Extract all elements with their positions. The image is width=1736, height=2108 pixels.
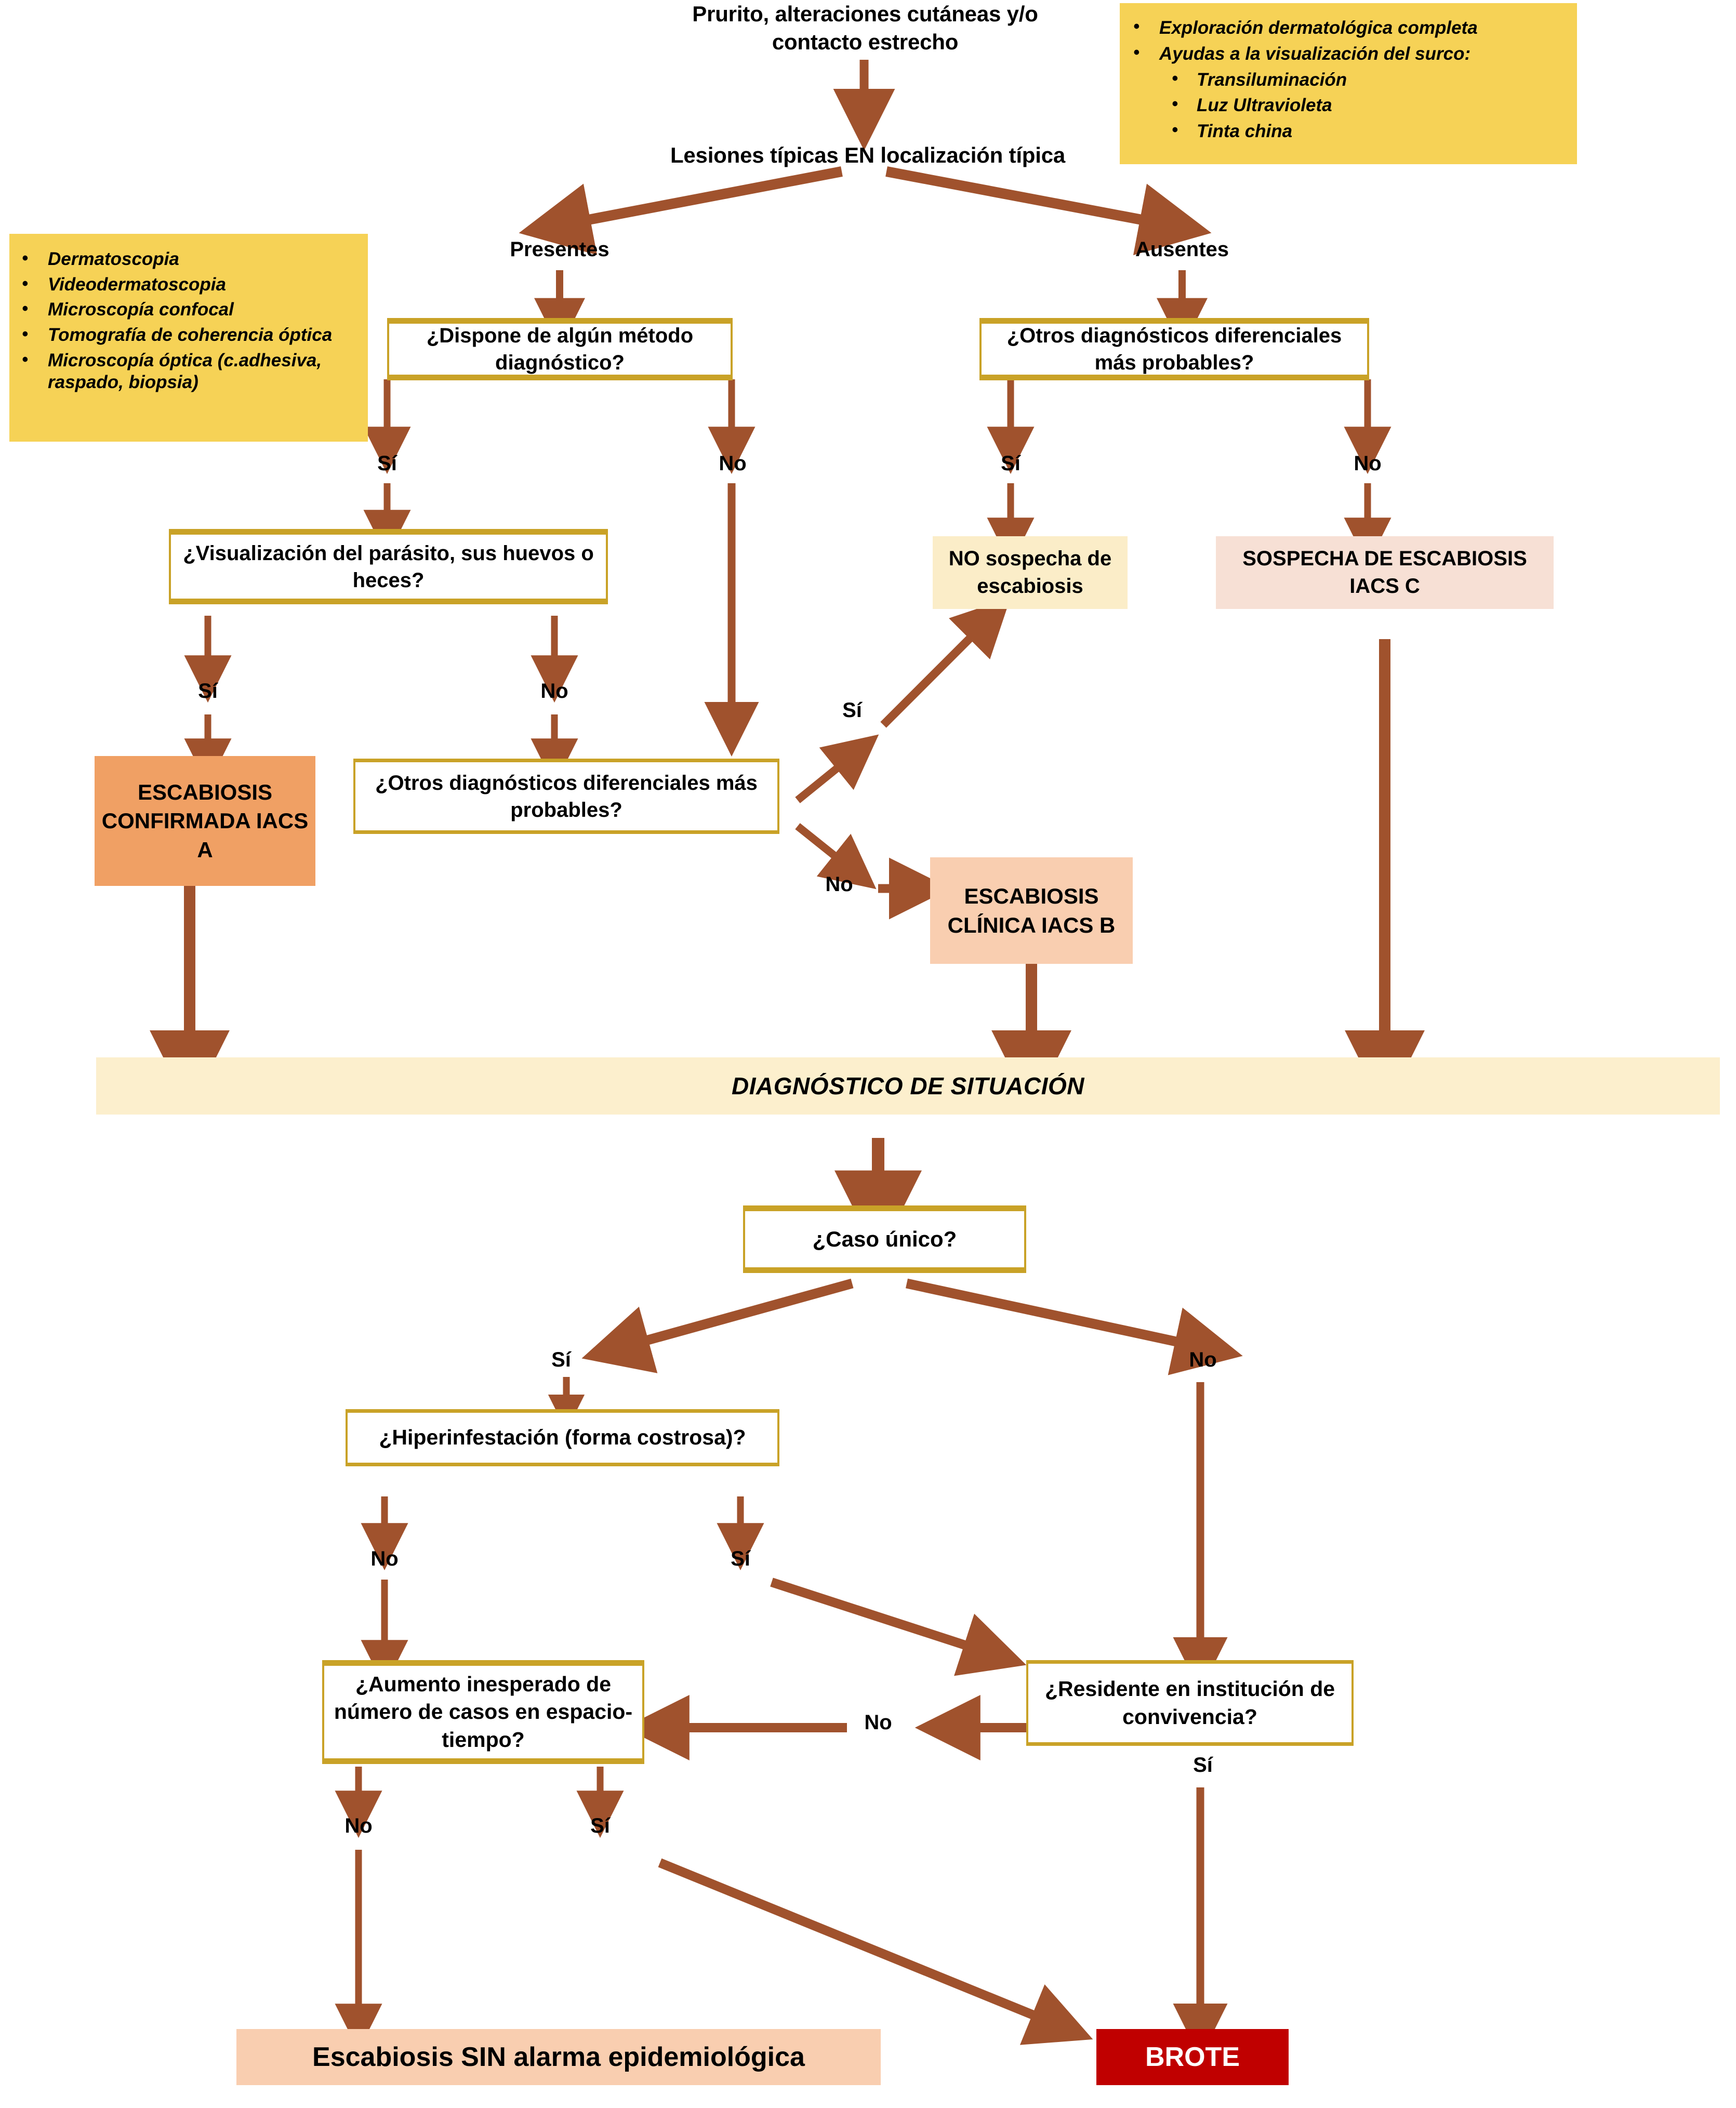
edge-label-mid-si: Sí: [842, 699, 862, 722]
decision-hyperinfestation-label: ¿Hiperinfestación (forma costrosa)?: [379, 1425, 746, 1450]
edge-label-otherdx-si: Sí: [1001, 452, 1021, 475]
result-no-suspicion: NO sospecha de escabiosis: [933, 536, 1128, 609]
note-methods-item-3: Tomografía de coherencia óptica: [18, 323, 360, 347]
edge-label-hyper-si: Sí: [731, 1547, 750, 1570]
note-exploration-item-3: Luz Ultravioleta: [1129, 93, 1568, 117]
note-methods-item-2: Microscopía confocal: [18, 298, 360, 321]
note-methods-item-4: Microscopía óptica (c.adhesiva, raspado,…: [18, 349, 360, 394]
note-diagnostic-methods: Dermatoscopia Videodermatoscopia Microsc…: [9, 234, 368, 442]
edge-label-method-no: No: [719, 452, 747, 475]
decision-method-available-label: ¿Dispone de algún método diagnóstico?: [426, 324, 694, 374]
decision-other-dx-mid-label: ¿Otros diagnósticos diferenciales más pr…: [375, 771, 758, 821]
edge-label-vis-no: No: [540, 680, 568, 702]
note-exploration-item-4: Tinta china: [1129, 119, 1568, 143]
start-title-line1: Prurito, alteraciones cutáneas y/o: [692, 2, 1038, 26]
result-suspicion-c-label: SOSPECHA DE ESCABIOSIS IACS C: [1242, 547, 1527, 598]
result-confirmed-a-label: ESCABIOSIS CONFIRMADA IACS A: [101, 779, 309, 862]
start-title-line2: contacto estrecho: [772, 29, 959, 54]
result-confirmed-a: ESCABIOSIS CONFIRMADA IACS A: [95, 756, 315, 886]
decision-institution-resident[interactable]: ¿Residente en institución de convivencia…: [1026, 1660, 1354, 1746]
note-methods-item-1: Videodermatoscopia: [18, 273, 360, 296]
result-no-suspicion-label: NO sospecha de escabiosis: [948, 547, 1112, 598]
edge-label-presentes: Presentes: [510, 238, 609, 261]
result-suspicion-c: SOSPECHA DE ESCABIOSIS IACS C: [1216, 536, 1554, 609]
edge-label-otherdx-no: No: [1354, 452, 1382, 475]
decision-unexpected-increase-label: ¿Aumento inesperado de número de casos e…: [334, 1672, 633, 1752]
edge-label-incr-no: No: [344, 1814, 373, 1837]
decision-hyperinfestation[interactable]: ¿Hiperinfestación (forma costrosa)?: [346, 1409, 779, 1466]
edge-label-inst-no: No: [864, 1711, 892, 1734]
band-diagnostic-situation: DIAGNÓSTICO DE SITUACIÓN: [96, 1057, 1720, 1115]
note-exploration: Exploración dermatológica completa Ayuda…: [1120, 3, 1577, 164]
result-no-alarm: Escabiosis SIN alarma epidemiológica: [236, 2029, 881, 2085]
band-diagnostic-situation-label: DIAGNÓSTICO DE SITUACIÓN: [731, 1072, 1085, 1099]
edge-label-mid-no: No: [825, 873, 853, 896]
result-clinical-b-label: ESCABIOSIS CLÍNICA IACS B: [947, 884, 1116, 937]
note-methods-list: Dermatoscopia Videodermatoscopia Microsc…: [18, 247, 360, 394]
decision-visualization[interactable]: ¿Visualización del parásito, sus huevos …: [169, 529, 608, 604]
edge-label-method-si: Sí: [377, 452, 397, 475]
lesions-node: Lesiones típicas EN localización típica: [670, 143, 1066, 167]
decision-method-available[interactable]: ¿Dispone de algún método diagnóstico?: [387, 318, 733, 380]
start-title: Prurito, alteraciones cutáneas y/o conta…: [592, 0, 1138, 56]
decision-other-dx-right-label: ¿Otros diagnósticos diferenciales más pr…: [1006, 324, 1342, 374]
edge-label-hyper-no: No: [370, 1547, 399, 1570]
edge-label-incr-si: Sí: [590, 1814, 610, 1837]
result-outbreak-label: BROTE: [1145, 2041, 1240, 2072]
decision-single-case-label: ¿Caso único?: [812, 1226, 957, 1251]
note-exploration-list: Exploración dermatológica completa Ayuda…: [1129, 16, 1568, 143]
note-exploration-item-2: Transiluminación: [1129, 68, 1568, 91]
decision-other-dx-mid[interactable]: ¿Otros diagnósticos diferenciales más pr…: [353, 759, 779, 834]
decision-visualization-label: ¿Visualización del parásito, sus huevos …: [183, 541, 594, 592]
note-exploration-item-0: Exploración dermatológica completa: [1129, 16, 1568, 39]
result-outbreak: BROTE: [1096, 2029, 1289, 2085]
note-methods-item-0: Dermatoscopia: [18, 247, 360, 271]
edge-label-case-si: Sí: [551, 1348, 571, 1371]
note-exploration-item-1: Ayudas a la visualización del surco:: [1129, 42, 1568, 65]
result-no-alarm-label: Escabiosis SIN alarma epidemiológica: [312, 2041, 805, 2072]
decision-other-dx-right[interactable]: ¿Otros diagnósticos diferenciales más pr…: [979, 318, 1369, 380]
decision-unexpected-increase[interactable]: ¿Aumento inesperado de número de casos e…: [322, 1660, 644, 1764]
result-clinical-b: ESCABIOSIS CLÍNICA IACS B: [930, 857, 1133, 964]
decision-single-case[interactable]: ¿Caso único?: [743, 1205, 1026, 1273]
edge-label-case-no: No: [1189, 1348, 1217, 1371]
edge-label-vis-si: Sí: [198, 680, 218, 702]
edge-label-inst-si: Sí: [1193, 1754, 1213, 1776]
decision-institution-resident-label: ¿Residente en institución de convivencia…: [1044, 1677, 1335, 1729]
edge-label-ausentes: Ausentes: [1135, 238, 1229, 261]
